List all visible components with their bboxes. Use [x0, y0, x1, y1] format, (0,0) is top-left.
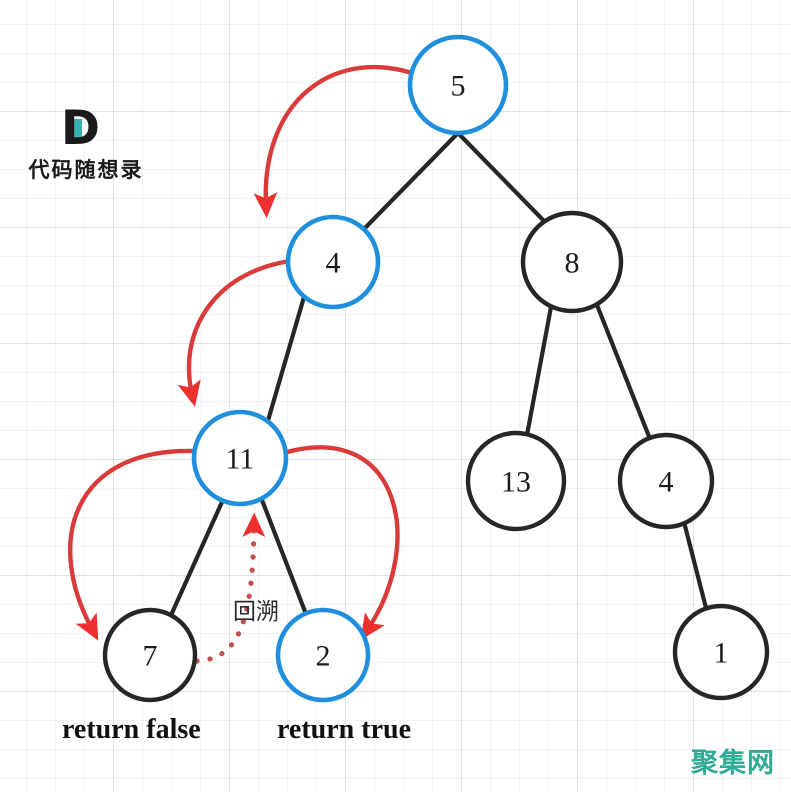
brand-watermark-text: 代码随想录 [28, 158, 144, 182]
node-label-11: 11 [226, 443, 255, 476]
brand-watermark: D 代码随想录 [16, 101, 156, 184]
brand-logo-accent [71, 119, 82, 141]
tree-node-2[interactable]: 2 [275, 607, 371, 703]
tree-node-7[interactable]: 7 [102, 607, 198, 703]
recursion-arrow-4-to-11 [177, 258, 293, 407]
node-label-4-right: 4 [659, 466, 674, 499]
tree-node-13[interactable]: 13 [465, 430, 567, 532]
edge-4-11 [264, 294, 307, 427]
edge-11-7 [169, 499, 225, 616]
return-false-label: return false [62, 714, 201, 745]
tree-node-11[interactable]: 11 [191, 409, 289, 507]
tree-node-8[interactable]: 8 [520, 210, 624, 314]
brand-logo-letter: D [61, 101, 101, 156]
node-label-4-left: 4 [326, 247, 341, 280]
recursion-arrow-11-to-7 [68, 448, 197, 641]
edge-4-1 [681, 519, 709, 611]
brand-logo-icon: D [61, 101, 109, 156]
edge-5-4 [362, 130, 461, 231]
edge-8-13 [524, 304, 554, 438]
edge-8-4 [594, 302, 653, 442]
node-label-13: 13 [501, 466, 531, 499]
node-label-1: 1 [714, 637, 729, 670]
tree-nodes: 5 4 8 11 13 4 [102, 34, 770, 703]
node-label-7: 7 [143, 640, 158, 673]
node-label-2: 2 [316, 640, 331, 673]
tree-node-4-left[interactable]: 4 [285, 214, 381, 310]
tree-edges [169, 130, 709, 617]
backtrack-label: 回溯 [233, 599, 279, 625]
node-label-5: 5 [451, 70, 466, 103]
tree-node-4-right[interactable]: 4 [617, 432, 715, 530]
site-watermark: 聚集网 [691, 748, 775, 779]
tree-node-1[interactable]: 1 [672, 603, 770, 701]
node-label-8: 8 [565, 247, 580, 280]
return-true-label: return true [277, 714, 411, 745]
recursion-arrow-5-to-4 [253, 64, 415, 219]
tree-node-5[interactable]: 5 [407, 34, 509, 136]
edge-5-8 [455, 130, 548, 225]
recursion-arrow-11-to-2 [284, 445, 400, 641]
